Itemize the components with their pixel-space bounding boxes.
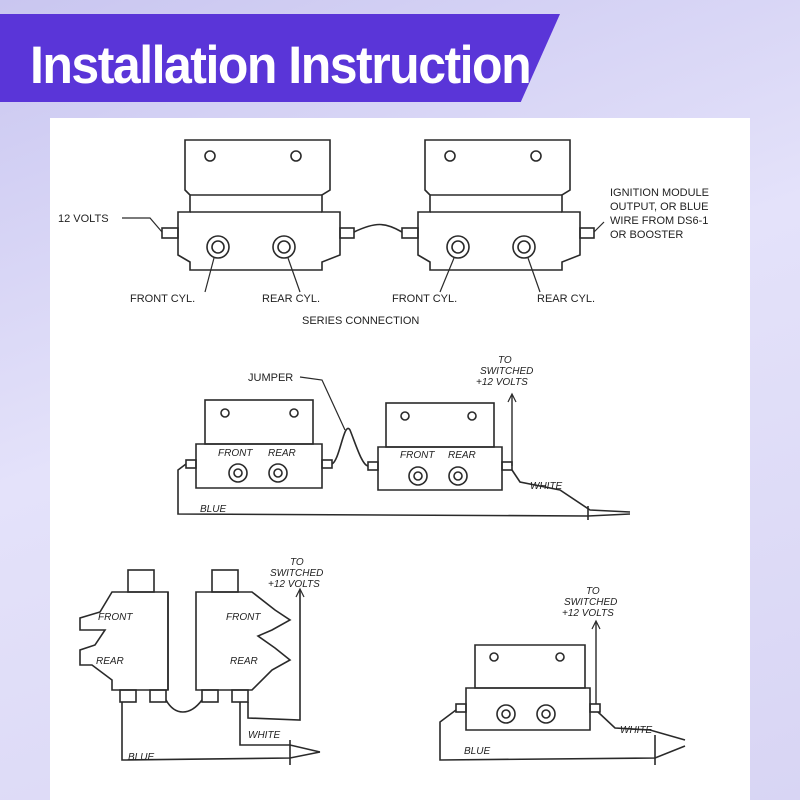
vertical-coil-1: [79, 569, 169, 703]
series-coil-2: [401, 139, 595, 271]
vertical-blue-label: BLUE: [128, 752, 154, 763]
jumper-coil-2: [367, 402, 513, 491]
page-title: Installation Instruction: [30, 35, 532, 95]
vertical-coil1-front: FRONT: [98, 612, 133, 623]
single-coil-diagram: [439, 619, 686, 765]
jumper-coil1-front: FRONT: [218, 448, 253, 459]
jumper-coil1-rear: REAR: [268, 448, 296, 459]
jumper-blue-wire: [177, 463, 631, 517]
vertical-white-wire: [239, 702, 321, 753]
vertical-link-wire: [165, 699, 203, 713]
series-coil1-front-label: FRONT CYL.: [130, 293, 195, 305]
series-caption: SERIES CONNECTION: [302, 315, 419, 327]
vertical-coil1-rear: REAR: [96, 656, 124, 667]
series-12-volts-label: 12 VOLTS: [58, 213, 109, 225]
jumper-to-line-2: SWITCHED: [480, 366, 533, 377]
single-to-line-1: TO: [586, 586, 600, 597]
jumper-coil2-rear: REAR: [448, 450, 476, 461]
jumper-coil2-front: FRONT: [400, 450, 435, 461]
single-blue-wire: [439, 709, 686, 761]
jumper-wire: [331, 427, 369, 467]
jumper-white-wire: [511, 469, 631, 513]
single-blue-label: BLUE: [464, 746, 490, 757]
jumper-label: JUMPER: [248, 372, 293, 384]
vertical-blue-wire: [121, 702, 321, 761]
series-coil1-rear-label: REAR CYL.: [262, 293, 320, 305]
single-white-label: WHITE: [620, 725, 653, 736]
single-white-wire: [597, 711, 686, 741]
series-module-line-2: OUTPUT, OR BLUE: [610, 201, 708, 213]
vertical-coil2-front: FRONT: [226, 612, 261, 623]
vertical-to-line-3: +12 VOLTS: [268, 579, 320, 590]
vertical-diagram: [79, 569, 321, 765]
series-connection-diagram: [122, 139, 605, 293]
jumper-coil-1: [185, 399, 333, 489]
series-module-line-1: IGNITION MODULE: [610, 187, 709, 199]
vertical-coil-2: [195, 569, 292, 703]
series-link-wire: [353, 223, 403, 233]
vertical-white-label: WHITE: [248, 730, 281, 741]
jumper-to-line-3: +12 VOLTS: [476, 377, 528, 388]
jumper-white-label: WHITE: [530, 481, 563, 492]
jumper-blue-label: BLUE: [200, 504, 226, 515]
vertical-coil2-rear: REAR: [230, 656, 258, 667]
jumper-diagram: [177, 376, 631, 520]
single-coil: [455, 644, 601, 731]
jumper-to-line-1: TO: [498, 355, 512, 366]
vertical-to-line-1: TO: [290, 557, 304, 568]
series-coil2-front-label: FRONT CYL.: [392, 293, 457, 305]
single-to-line-3: +12 VOLTS: [562, 608, 614, 619]
series-module-line-4: OR BOOSTER: [610, 229, 683, 241]
single-to-line-2: SWITCHED: [564, 597, 617, 608]
series-coil2-rear-label: REAR CYL.: [537, 293, 595, 305]
vertical-to-line-2: SWITCHED: [270, 568, 323, 579]
title-banner: Installation Instruction: [0, 14, 560, 102]
vertical-12v-wire: [247, 590, 301, 721]
series-module-line-3: WIRE FROM DS6-1: [610, 215, 708, 227]
series-coil-1: [161, 139, 355, 271]
